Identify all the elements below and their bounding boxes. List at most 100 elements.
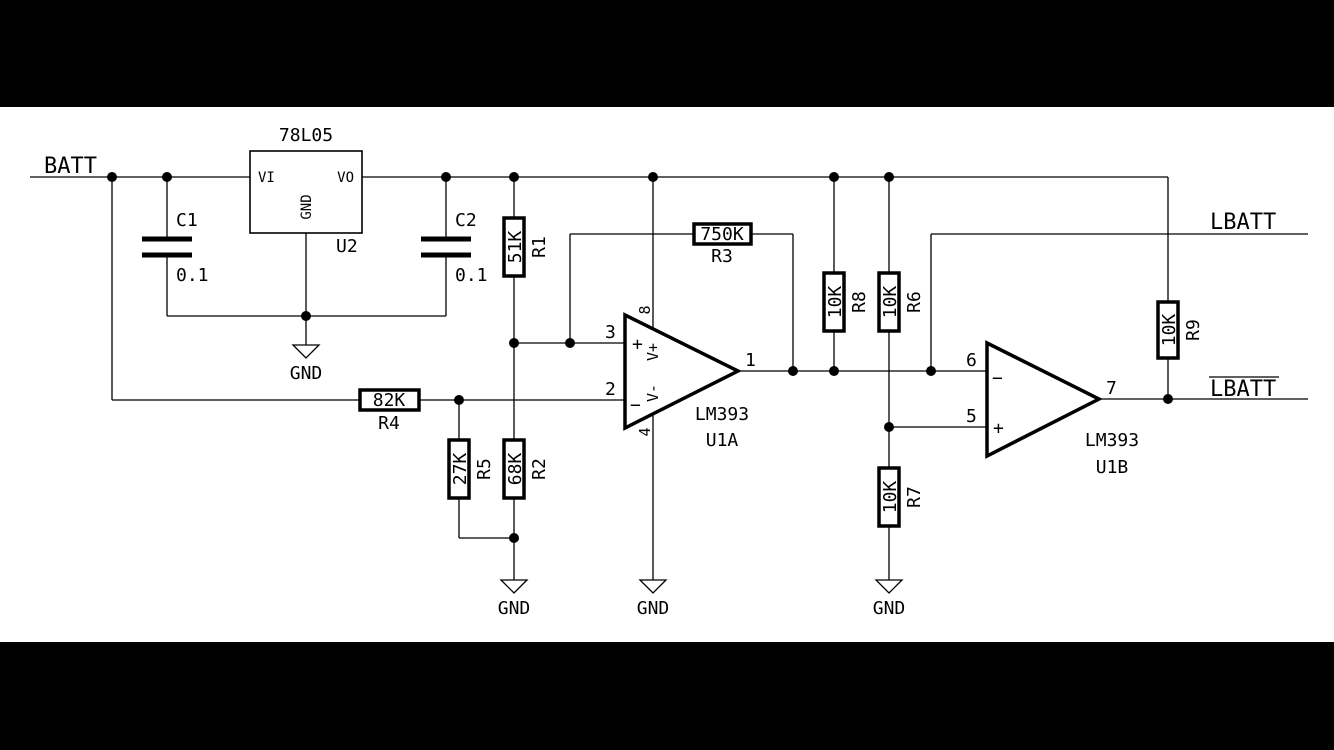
regulator-pin-in: VI	[258, 170, 275, 186]
ground-icon	[291, 344, 321, 359]
resistor-body	[822, 271, 846, 333]
resistor-ref: R3	[711, 246, 733, 267]
resistor-value: 27K	[450, 453, 471, 486]
top-letterbox	[0, 0, 1334, 107]
pin-number: 8	[636, 305, 654, 314]
net-label-lbatt: LBATT	[1210, 210, 1276, 235]
resistor-ref: R6	[904, 291, 925, 313]
resistor-r5: 27K R5	[447, 438, 495, 500]
junction-dot	[648, 172, 658, 182]
ground-symbol: GND	[637, 579, 670, 619]
comparator-ref: U1A	[706, 430, 739, 451]
resistor-body	[877, 271, 901, 333]
pin-number: 1	[745, 350, 756, 371]
capacitor-c1: C1 0.1	[142, 210, 209, 286]
ground-label: GND	[637, 598, 670, 619]
resistor-value: 82K	[373, 390, 406, 411]
resistor-ref: R1	[529, 236, 550, 258]
capacitor-value: 0.1	[176, 265, 209, 286]
pin-number: 7	[1106, 378, 1117, 399]
pin-number: 5	[966, 406, 977, 427]
pin-number: 3	[605, 322, 616, 343]
capacitor-c2: C2 0.1	[421, 210, 488, 286]
resistor-value: 10K	[880, 286, 901, 319]
resistor-body	[692, 222, 753, 246]
junction-dot	[162, 172, 172, 182]
junction-dot	[926, 366, 936, 376]
junctions	[107, 172, 1173, 543]
junction-dot	[441, 172, 451, 182]
junction-dot	[884, 172, 894, 182]
resistor-r3: 750K R3	[692, 222, 753, 267]
comparator-u1a: + − V+ V- 8 4 3 2 1 LM393 U1A	[605, 305, 756, 451]
input-plus-sign: +	[632, 334, 643, 355]
junction-dot	[1163, 394, 1173, 404]
junction-dot	[884, 422, 894, 432]
regulator-pin-out: VO	[337, 170, 354, 186]
resistor-ref: R4	[378, 413, 400, 434]
comparator-triangle	[985, 340, 1103, 459]
regulator-body	[249, 150, 363, 234]
junction-dot	[509, 172, 519, 182]
comparator-u1b: − + 6 5 7 LM393 U1B	[966, 340, 1139, 478]
regulator-pin-gnd: GND	[299, 194, 315, 219]
resistor-body	[502, 216, 526, 278]
power-pin-vplus-label: V+	[644, 343, 662, 361]
resistor-r9: 10K R9	[1156, 300, 1204, 360]
resistor-body	[358, 388, 421, 412]
resistor-ref: R2	[529, 458, 550, 480]
resistor-r1: 51K R1	[502, 216, 550, 278]
junction-dot	[454, 395, 464, 405]
resistor-value: 51K	[505, 231, 526, 264]
comparator-part: LM393	[695, 404, 749, 425]
ground-label: GND	[290, 363, 323, 384]
capacitor-value: 0.1	[455, 265, 488, 286]
resistor-body	[447, 438, 471, 500]
pin-number: 6	[966, 350, 977, 371]
comparator-part: LM393	[1085, 430, 1139, 451]
resistor-value: 750K	[700, 224, 744, 245]
junction-dot	[565, 338, 575, 348]
resistor-value: 10K	[825, 286, 846, 319]
resistor-body	[502, 438, 526, 500]
pin-number: 4	[636, 427, 654, 436]
net-label-lbatt-bar: LBATT	[1210, 377, 1276, 402]
junction-dot	[829, 366, 839, 376]
resistor-r6: 10K R6	[877, 271, 925, 333]
ground-label: GND	[498, 598, 531, 619]
ground-symbol: GND	[290, 344, 323, 384]
net-label-batt: BATT	[44, 154, 97, 179]
junction-dot	[107, 172, 117, 182]
resistor-value: 68K	[505, 453, 526, 486]
resistor-body	[877, 466, 901, 528]
junction-dot	[509, 338, 519, 348]
junction-dot	[788, 366, 798, 376]
ground-label: GND	[873, 598, 906, 619]
resistor-ref: R5	[474, 458, 495, 480]
resistor-ref: R8	[849, 291, 870, 313]
junction-dot	[301, 311, 311, 321]
resistor-ref: R7	[904, 486, 925, 508]
regulator-part: 78L05	[279, 125, 333, 146]
power-pin-vminus-label: V-	[644, 384, 662, 402]
input-minus-sign: −	[630, 395, 641, 416]
capacitor-ref: C2	[455, 210, 477, 231]
ground-icon	[638, 579, 668, 594]
input-minus-sign: −	[992, 368, 1003, 389]
junction-dot	[509, 533, 519, 543]
ground-symbol: GND	[873, 579, 906, 619]
resistor-value: 10K	[1159, 314, 1180, 347]
capacitor-ref: C1	[176, 210, 198, 231]
resistor-ref: R9	[1183, 319, 1204, 341]
ground-icon	[874, 579, 904, 594]
input-plus-sign: +	[993, 418, 1004, 439]
resistor-r4: 82K R4	[358, 388, 421, 434]
resistor-r8: 10K R8	[822, 271, 870, 333]
ground-icon	[499, 579, 529, 594]
regulator-ref: U2	[336, 236, 358, 257]
pin-number: 2	[605, 379, 616, 400]
ground-symbol: GND	[498, 579, 531, 619]
junction-dot	[829, 172, 839, 182]
